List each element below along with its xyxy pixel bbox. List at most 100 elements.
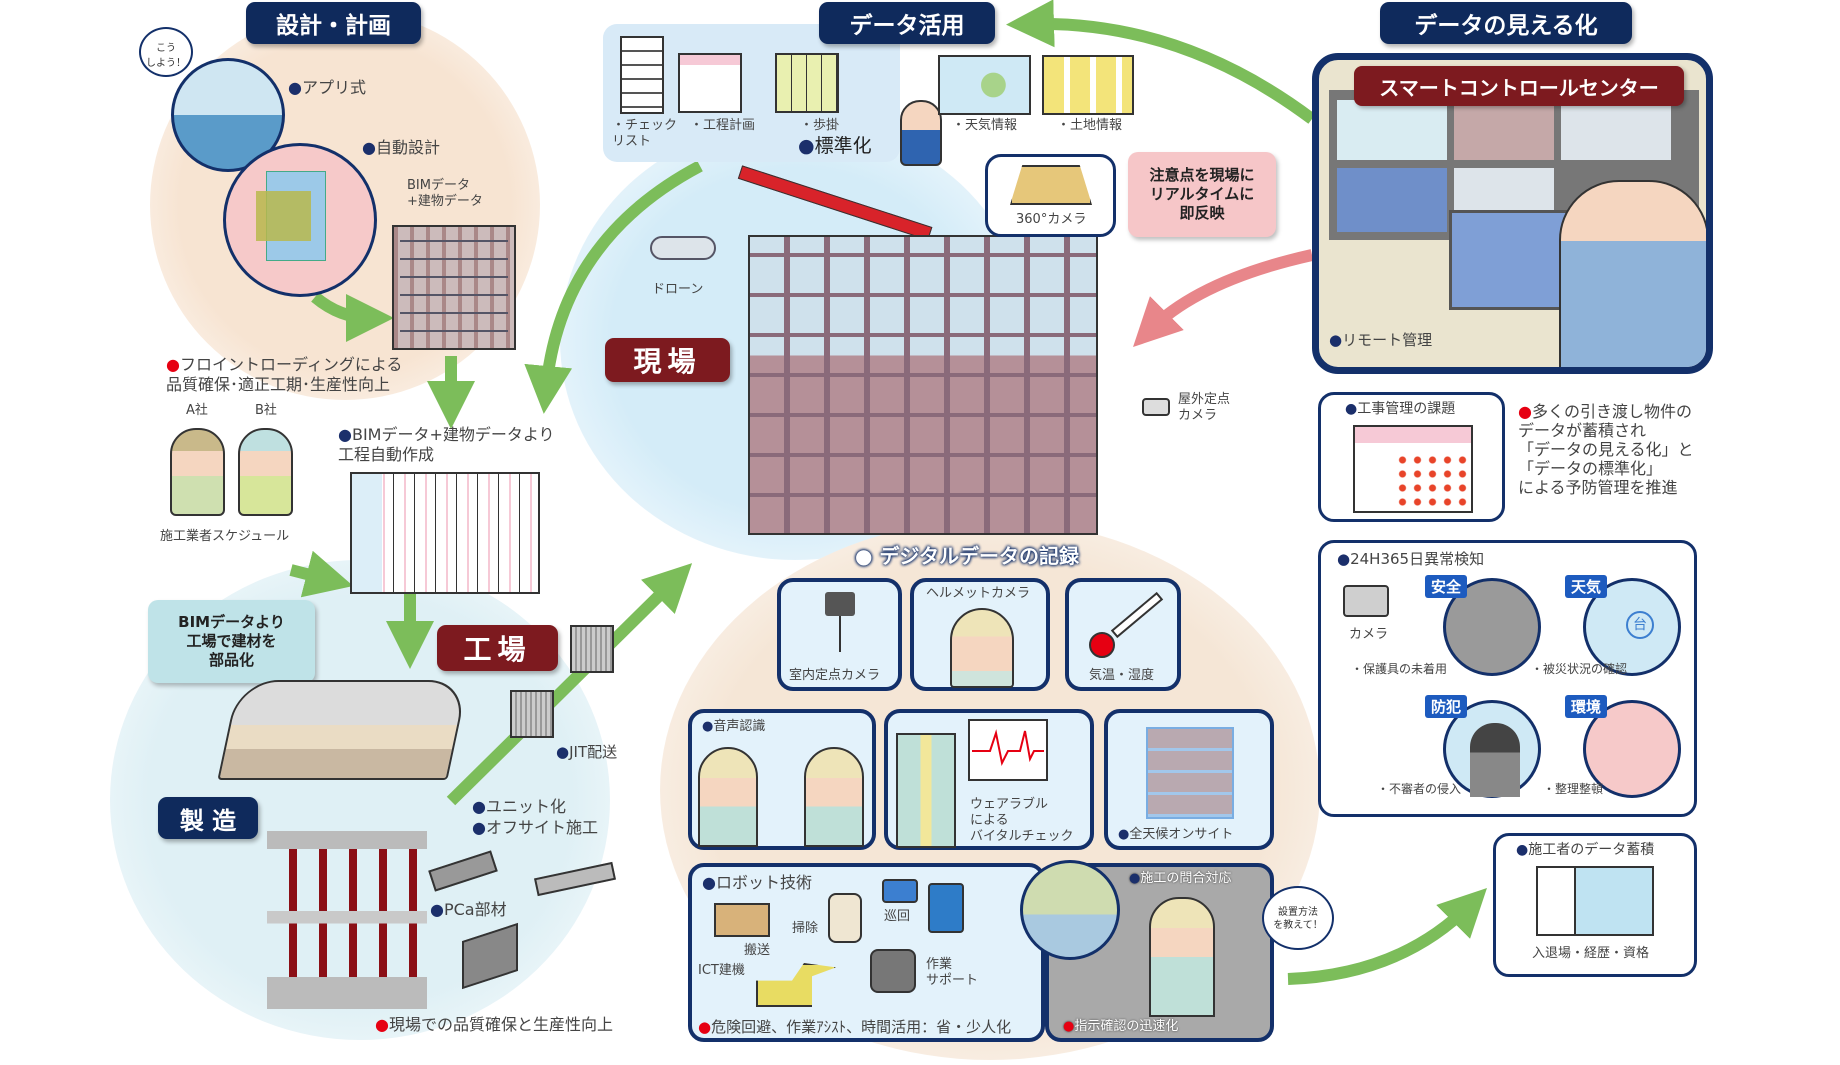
safety-tag: 安全 bbox=[1425, 575, 1468, 598]
robot-dog-icon bbox=[870, 949, 916, 993]
company-b: B社 bbox=[255, 403, 277, 418]
arrow-center-to-site bbox=[1133, 249, 1314, 347]
ict-label: ICT建機 bbox=[698, 963, 745, 978]
instruction-text: 指示確認の迅速化 bbox=[1074, 1019, 1179, 1034]
standardize-text: 標準化 bbox=[814, 135, 872, 157]
arrow-site-to-worker-data bbox=[1287, 888, 1487, 985]
quality-label: 現場での品質確保と生産性向上 bbox=[375, 1015, 613, 1035]
remote-operator-icon bbox=[1020, 860, 1120, 960]
monitor-building bbox=[1454, 100, 1554, 160]
wearable-line2: による bbox=[970, 813, 1009, 828]
worker-b-icon bbox=[238, 428, 293, 516]
weather-tag: 天気 bbox=[1565, 575, 1608, 598]
security-circle bbox=[1443, 700, 1541, 798]
support-line2: サポート bbox=[926, 973, 979, 988]
smart-center-title: スマートコントロールセンター bbox=[1354, 66, 1684, 106]
company-a: A社 bbox=[186, 403, 208, 418]
all-weather-label: 全天候オンサイト bbox=[1129, 827, 1234, 842]
callout-line2: リアルタイムに bbox=[1149, 185, 1255, 203]
building-line: +建物データ bbox=[407, 194, 483, 209]
realtime-callout: 注意点を現場にリアルタイムに即反映 bbox=[1128, 152, 1276, 237]
promote-line2: データが蓄積され bbox=[1518, 421, 1647, 440]
helmet-camera-label: ヘルメットカメラ bbox=[926, 586, 1031, 601]
digital-record-label: ● デジタルデータの記録 bbox=[855, 544, 1080, 568]
checklist-icon bbox=[620, 36, 664, 114]
cleaning-robot-icon bbox=[828, 893, 862, 943]
factory-callout-line3: 部品化 bbox=[208, 651, 254, 669]
unit-label: ユニット化 bbox=[472, 797, 566, 817]
issues-label: 工事管理の課題 bbox=[1357, 401, 1456, 417]
digital-record-text: デジタルデータの記録 bbox=[879, 544, 1080, 568]
thermometer-icon bbox=[1089, 632, 1115, 658]
robot-benefit-text: 危険回避、作業ｱｼｽﾄ、時間活用：省・少人化 bbox=[711, 1018, 1012, 1036]
promote-text: 多くの引き渡し物件のデータが蓄積され「データの見える化」と「データの標準化」によ… bbox=[1518, 402, 1694, 497]
issues-panel: 工事管理の課題 bbox=[1318, 392, 1505, 522]
pca-text: PCa部材 bbox=[443, 900, 507, 919]
issues-table-icon bbox=[1353, 425, 1473, 513]
app-text: アプリ式 bbox=[301, 78, 366, 97]
smart-control-center-panel: リモート管理 bbox=[1312, 53, 1713, 374]
environment-tag: 環境 bbox=[1565, 695, 1608, 718]
temperature-card: 気温・湿度 bbox=[1065, 578, 1181, 691]
indoor-camera-icon bbox=[825, 592, 855, 616]
clean-label: 掃除 bbox=[792, 921, 819, 936]
manufacturing-header: 製 造 bbox=[158, 797, 258, 839]
offsite-label: オフサイト施工 bbox=[472, 818, 598, 838]
truck-2-icon bbox=[510, 690, 554, 738]
factory-callout: BIMデータより工場で建材を部品化 bbox=[148, 600, 315, 683]
carry-label: 搬送 bbox=[744, 943, 771, 958]
wearable-card: ウェアラブルによるバイタルチェック bbox=[884, 709, 1094, 850]
truck-1-icon bbox=[570, 625, 614, 673]
quality-text: 現場での品質確保と生産性向上 bbox=[388, 1015, 613, 1034]
promote-line1: 多くの引き渡し物件の bbox=[1531, 402, 1692, 421]
support-machine-icon bbox=[928, 883, 964, 933]
front-loading-line2: 品質確保･適正工期･生産性向上 bbox=[166, 375, 391, 394]
pca-label: PCa部材 bbox=[430, 900, 507, 920]
inquiry-bubble-line2: を教えて！ bbox=[1273, 920, 1323, 931]
checklist-line1: ・チェック bbox=[612, 118, 678, 133]
outdoor-camera-icon bbox=[1142, 398, 1170, 416]
unit-text: ユニット化 bbox=[485, 797, 566, 816]
worker-records-icon bbox=[1536, 866, 1654, 936]
worker-listening-icon bbox=[804, 747, 864, 847]
helmet-camera-card: ヘルメットカメラ bbox=[910, 578, 1050, 691]
bim-building-label: BIMデータ+建物データ bbox=[407, 178, 483, 210]
gantt-chart-illustration bbox=[350, 472, 540, 594]
all-weather-card: 全天候オンサイト bbox=[1104, 709, 1274, 850]
worker-data-sub: 入退場・経歴・資格 bbox=[1532, 946, 1650, 961]
building-illustration bbox=[392, 225, 516, 350]
factory-callout-line1: BIMデータより bbox=[178, 613, 285, 631]
site-worker-tablet-icon bbox=[1149, 897, 1215, 1017]
smart-center-title-text: スマートコントロールセンター bbox=[1379, 75, 1659, 100]
camera-icon bbox=[1343, 585, 1389, 617]
jit-label: JIT配送 bbox=[556, 744, 617, 760]
voice-recognition-card: 音声認識 bbox=[688, 709, 876, 850]
pca-frame-illustration bbox=[267, 831, 427, 1009]
designer-speech-bubble: こう しよう！ bbox=[139, 27, 193, 77]
productivity-label: ・歩掛 bbox=[800, 118, 840, 133]
promote-line3: 「データの見える化」と bbox=[1518, 440, 1694, 459]
anomaly-label: 24H365日異常検知 bbox=[1350, 550, 1485, 568]
monitor-personnel bbox=[1337, 168, 1447, 232]
productivity-icon bbox=[775, 53, 839, 113]
design-header: 設計・計画 bbox=[246, 2, 421, 44]
heart-rate-monitor-icon bbox=[968, 719, 1048, 781]
temperature-label: 気温・湿度 bbox=[1089, 668, 1155, 683]
factory-building-illustration bbox=[217, 680, 469, 780]
arrow-data-to-schedule bbox=[524, 160, 703, 414]
arrow-design-to-building bbox=[311, 292, 394, 342]
visualize-header: データの見える化 bbox=[1380, 2, 1632, 44]
checklist-line2: リスト bbox=[612, 134, 652, 149]
security-caption: ・不審者の侵入 bbox=[1377, 782, 1462, 796]
outdoor-cam-line2: カメラ bbox=[1178, 408, 1218, 423]
worker-speaking-icon bbox=[698, 747, 758, 847]
inquiry-speech-bubble: 設置方法を教えて！ bbox=[1262, 886, 1334, 950]
enclosed-building-icon bbox=[1146, 727, 1234, 819]
factory-header: 工場 bbox=[437, 625, 558, 671]
worker-data-label: 施工者のデータ蓄積 bbox=[1528, 842, 1655, 858]
site-header: 現場 bbox=[605, 338, 730, 382]
worker-a-icon bbox=[170, 428, 225, 516]
bim-line: BIMデータ bbox=[407, 178, 470, 193]
